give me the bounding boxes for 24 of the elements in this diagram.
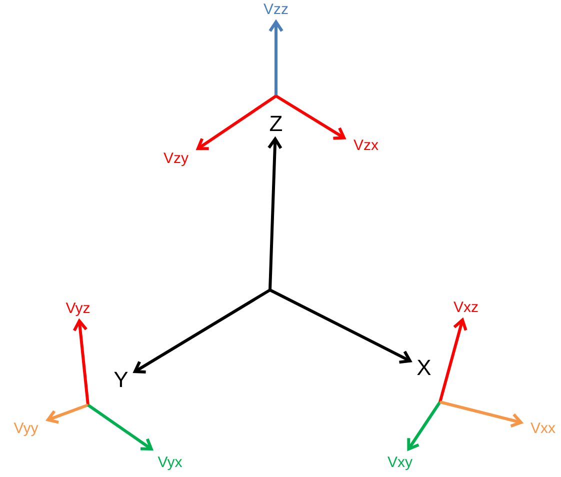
arrow xyxy=(438,318,468,402)
arrow xyxy=(269,288,412,364)
arrow xyxy=(440,400,522,428)
arrow xyxy=(134,288,271,374)
component-label: Vyz xyxy=(66,300,90,316)
arrow xyxy=(87,404,153,450)
component-label: Vxx xyxy=(530,420,556,436)
arrow xyxy=(46,404,89,424)
arrow xyxy=(196,94,277,150)
component-label: Vxz xyxy=(453,300,478,314)
axis-label: Y xyxy=(114,369,128,391)
component-label: Vyy xyxy=(14,420,38,436)
component-label: Vxy xyxy=(387,454,412,470)
component-label: Vzy xyxy=(163,150,188,166)
component-label: Vzz xyxy=(263,2,288,16)
axis-label: X xyxy=(416,357,432,379)
arrow xyxy=(275,94,346,140)
arrow xyxy=(268,20,284,96)
arrow xyxy=(407,401,442,450)
arrow xyxy=(267,138,282,290)
component-label: Vyx xyxy=(158,454,182,470)
arrow xyxy=(72,320,90,406)
axis-label: Z xyxy=(269,113,283,135)
component-label: Vzx xyxy=(353,138,378,152)
